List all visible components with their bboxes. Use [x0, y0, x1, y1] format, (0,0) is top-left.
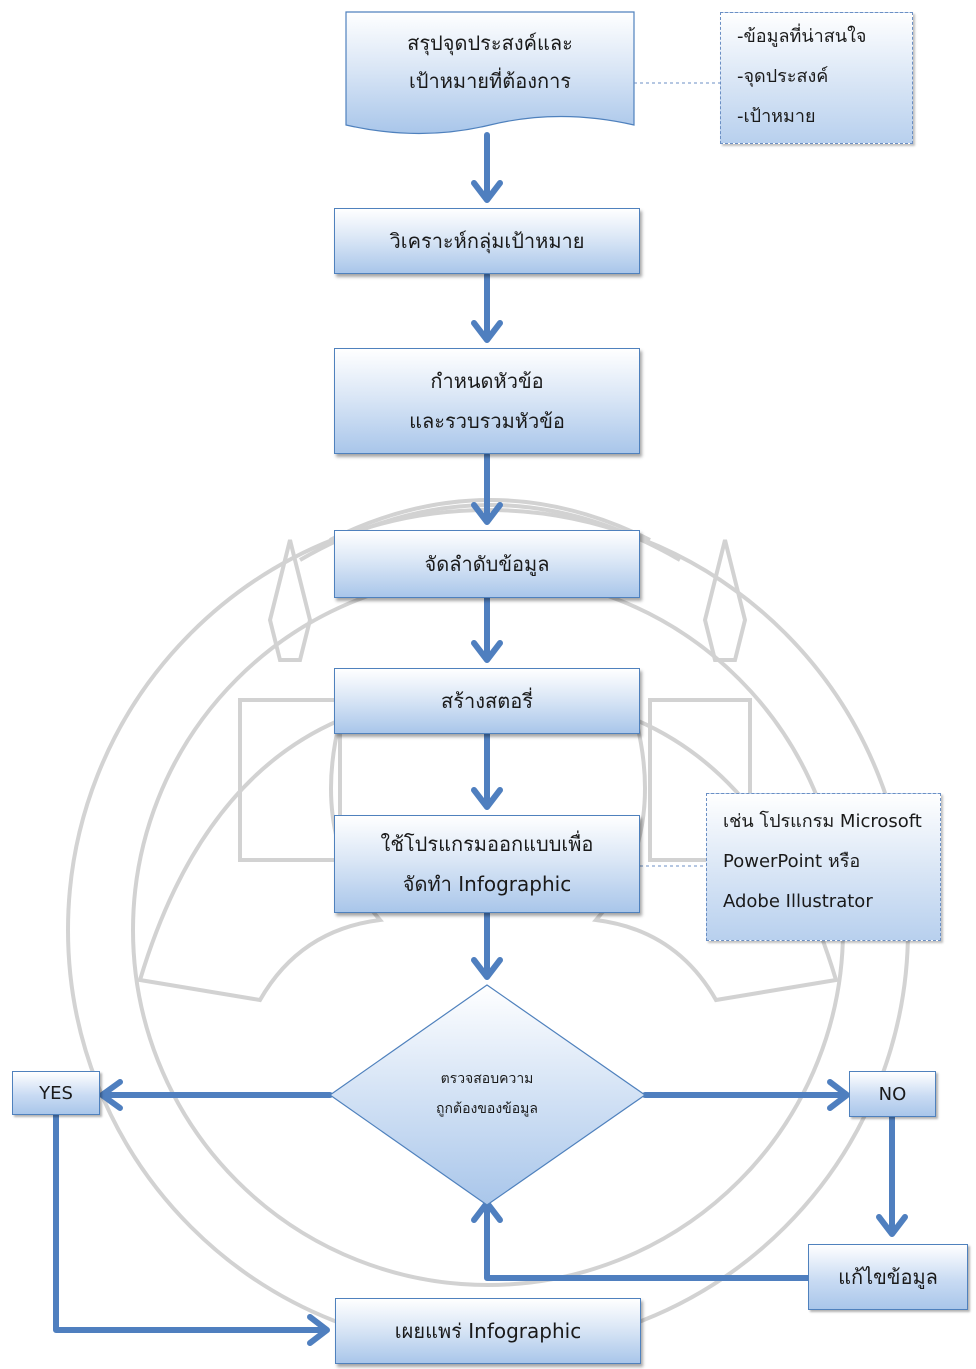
decision-line2: ถูกต้องของข้อมูล — [436, 1101, 538, 1117]
publish-label: เผยแพร่ Infographic — [394, 1319, 582, 1343]
step-document-shape — [345, 11, 635, 135]
step2-label: วิเคราะห์กลุ่มเป้าหมาย — [389, 229, 585, 253]
yes-box: YES — [12, 1071, 100, 1115]
note2-line2: PowerPoint หรือ — [723, 851, 861, 872]
note1-line1: -ข้อมูลที่น่าสนใจ — [737, 26, 867, 47]
step4-label: จัดลำดับข้อมูล — [424, 552, 550, 576]
decision-label: ตรวจสอบความ ถูกต้องของข้อมูล — [387, 1064, 587, 1124]
step-design-program: ใช้โปรแกรมออกแบบเพื่อ จัดทำ Infographic — [334, 815, 640, 913]
decision-line1: ตรวจสอบความ — [440, 1071, 534, 1087]
flow-arrows — [53, 132, 908, 1346]
step-create-story: สร้างสตอรี่ — [334, 668, 640, 734]
note1-line3: -เป้าหมาย — [737, 106, 816, 127]
step6-line2: จัดทำ Infographic — [402, 872, 572, 896]
note2-line1: เช่น โปรแกรม Microsoft — [723, 811, 922, 832]
no-label: NO — [878, 1083, 907, 1105]
decision-diamond — [328, 984, 647, 1206]
step-publish: เผยแพร่ Infographic — [335, 1298, 641, 1364]
step-summarize-objectives: สรุปจุดประสงค์และ เป้าหมายที่ต้องการ — [346, 24, 634, 100]
step-define-topics: กำหนดหัวข้อ และรวบรวมหัวข้อ — [334, 348, 640, 454]
step1-line1: สรุปจุดประสงค์และ — [407, 31, 573, 55]
fix-label: แก้ไขข้อมูล — [838, 1265, 938, 1289]
step1-line2: เป้าหมายที่ต้องการ — [408, 69, 572, 93]
yes-label: YES — [39, 1082, 73, 1104]
step-analyze-target-group: วิเคราะห์กลุ่มเป้าหมาย — [334, 208, 640, 274]
note-details-box: -ข้อมูลที่น่าสนใจ -จุดประสงค์ -เป้าหมาย — [720, 12, 913, 144]
note2-line3: Adobe Illustrator — [723, 891, 873, 912]
step6-line1: ใช้โปรแกรมออกแบบเพื่อ — [380, 832, 594, 856]
step3-line1: กำหนดหัวข้อ — [430, 369, 544, 393]
step3-line2: และรวบรวมหัวข้อ — [409, 409, 565, 433]
step5-label: สร้างสตอรี่ — [441, 689, 533, 713]
note1-line2: -จุดประสงค์ — [737, 66, 829, 87]
note-software-box: เช่น โปรแกรม Microsoft PowerPoint หรือ A… — [706, 793, 941, 941]
fix-data-box: แก้ไขข้อมูล — [808, 1244, 968, 1310]
step-order-data: จัดลำดับข้อมูล — [334, 530, 640, 598]
no-box: NO — [849, 1071, 936, 1117]
